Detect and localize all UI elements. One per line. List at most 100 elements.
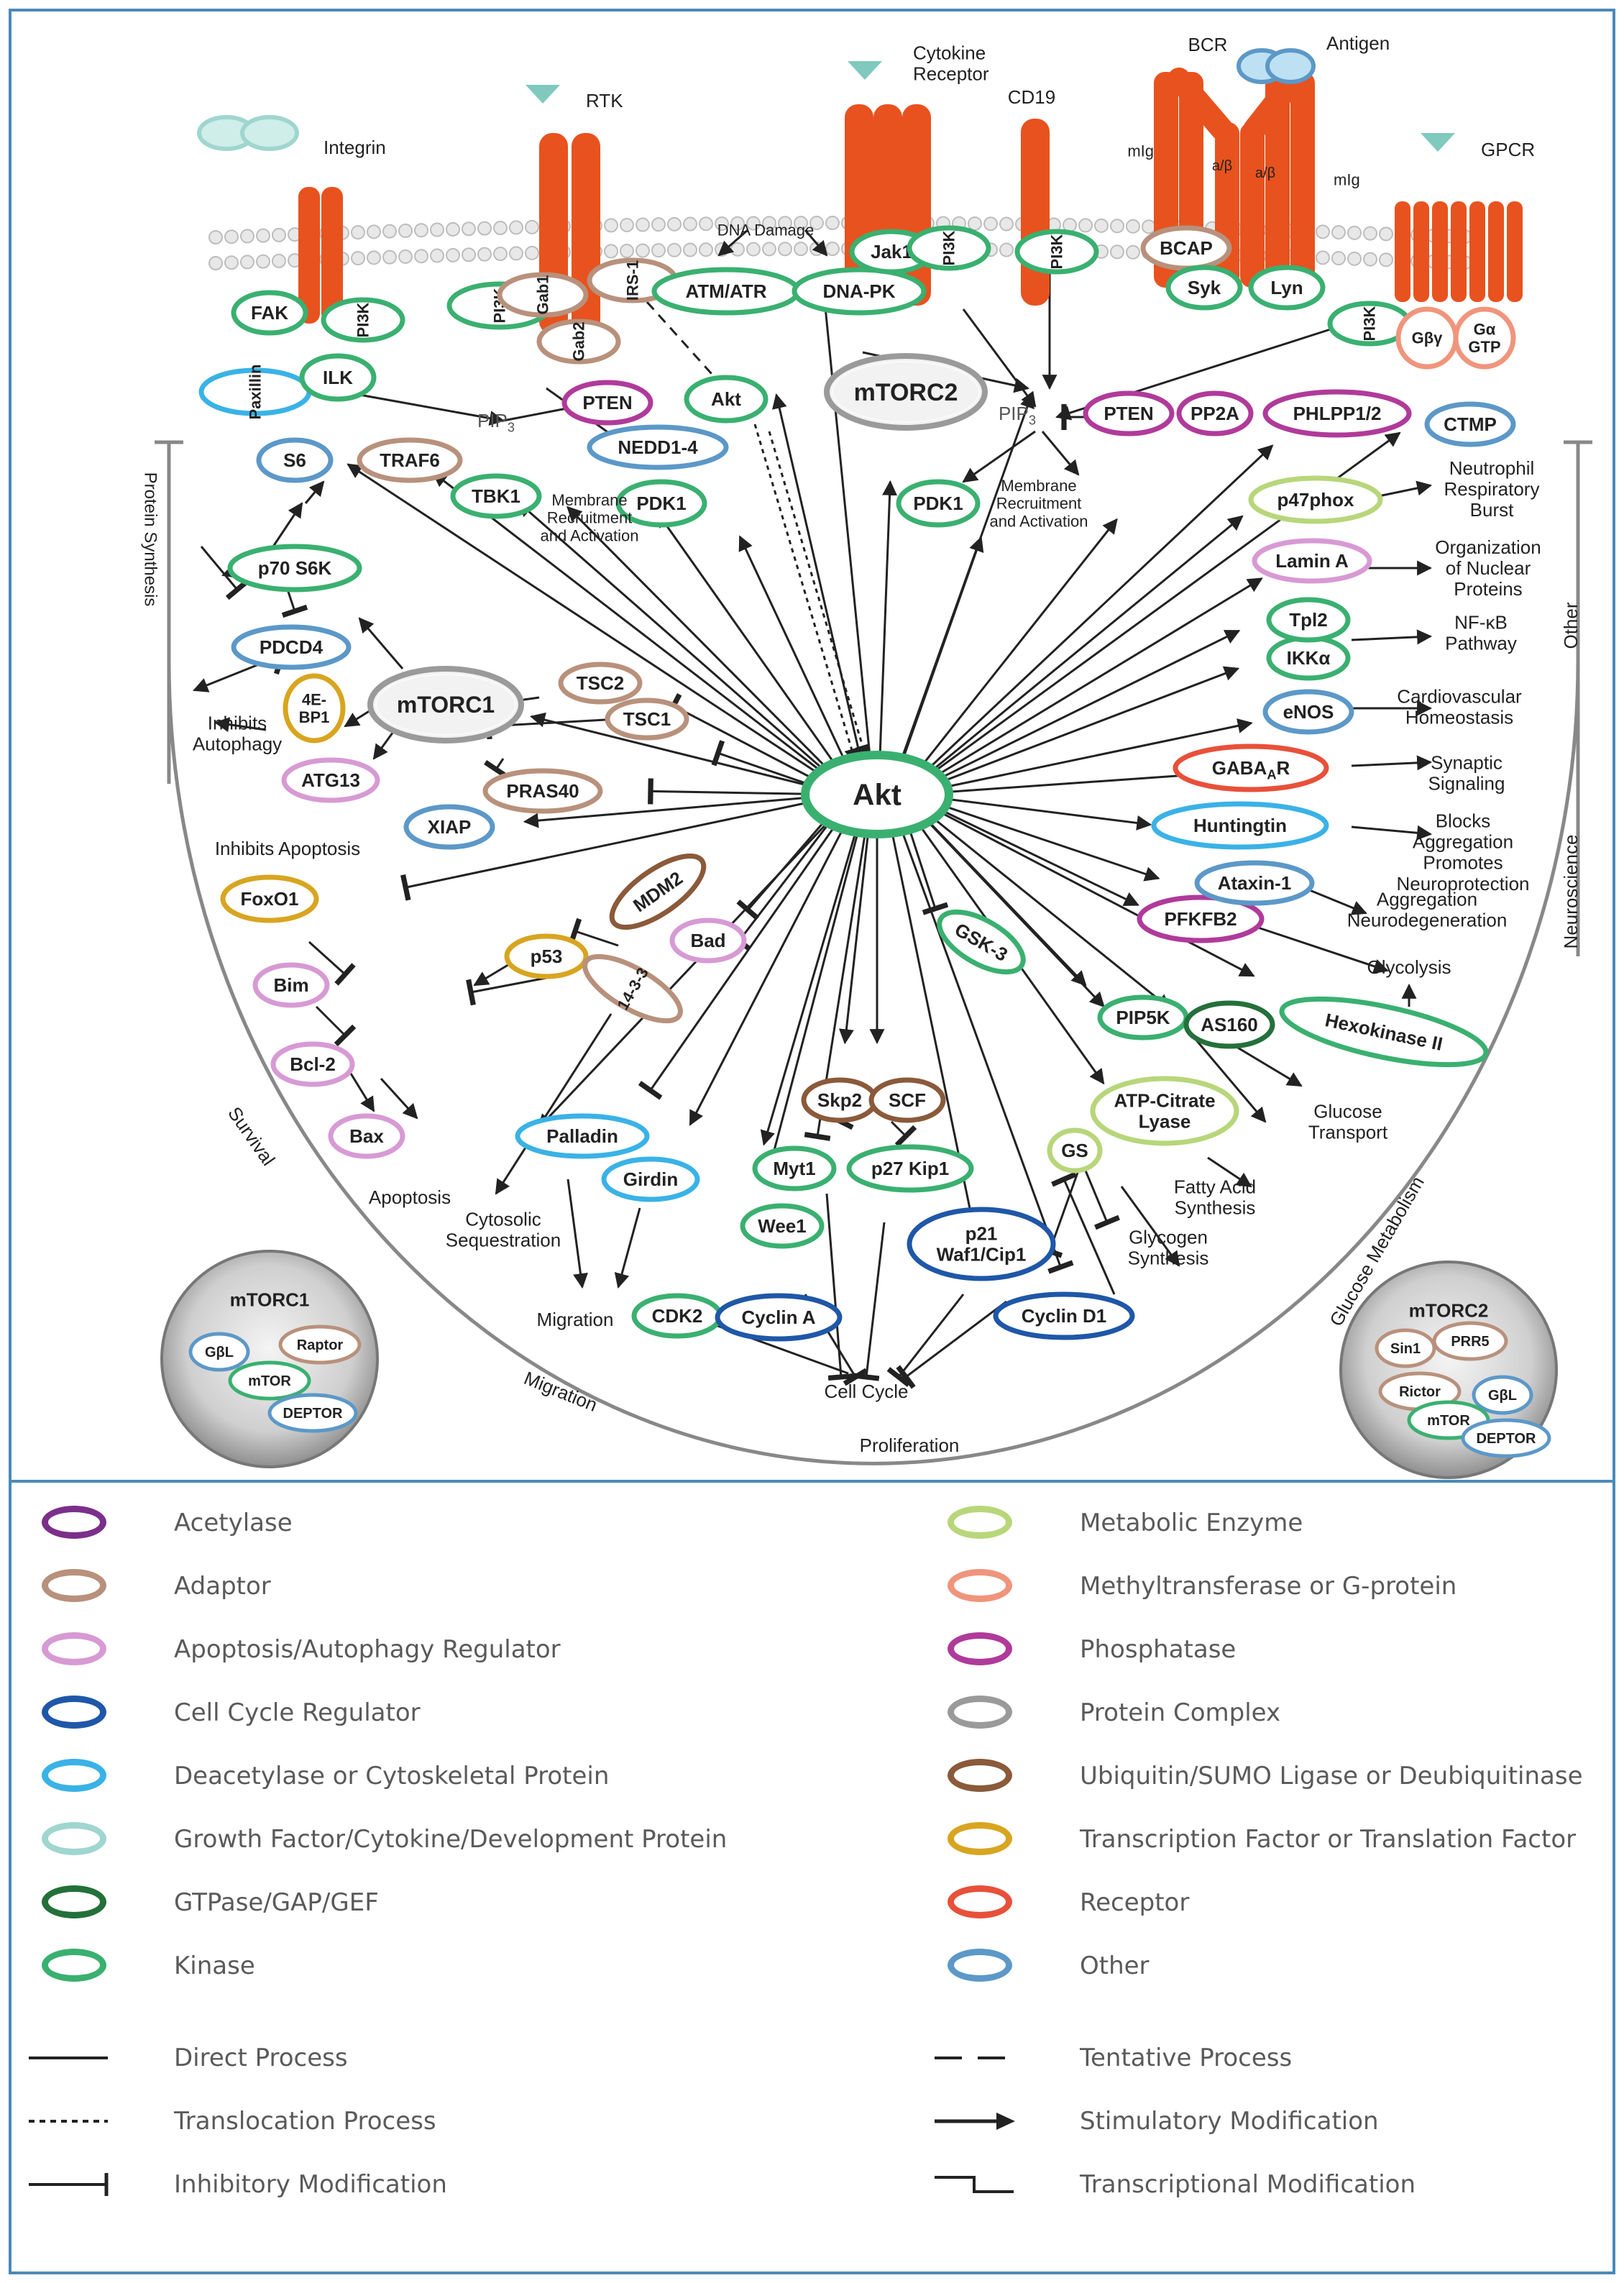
label-bim: Bim <box>273 974 308 996</box>
label-migration_label: Migration <box>537 1309 614 1330</box>
label-skp2: Skp2 <box>817 1089 862 1111</box>
label-neuroscience: Neuroscience <box>1560 835 1582 949</box>
edge <box>838 833 869 1045</box>
edge <box>380 1077 418 1120</box>
bcr-segment <box>1290 72 1315 288</box>
node-fak: FAK <box>231 290 308 336</box>
legend-symbol-icon <box>935 1882 1021 1923</box>
node-ataxin: Ataxin-1 <box>1194 860 1315 906</box>
edge <box>938 810 1255 977</box>
edge <box>281 589 308 618</box>
node-pten-right: PTEN <box>1083 390 1175 436</box>
edge <box>1229 1041 1303 1087</box>
edge <box>1351 825 1433 841</box>
edge <box>890 1120 917 1148</box>
label-inset2_prr5: PRR5 <box>1451 1334 1489 1350</box>
node-pten-left: PTEN <box>561 380 653 426</box>
legend-item: Apoptosis/Autophagy Regulator <box>29 1629 561 1670</box>
legend-label: Transcription Factor or Translation Fact… <box>1080 1825 1577 1854</box>
edge <box>495 1013 613 1195</box>
label-inset2_mtor: mTOR <box>1427 1413 1470 1429</box>
legend-item: Translocation Process <box>29 2101 436 2141</box>
label-lyn: Lyn <box>1270 277 1303 298</box>
node-xiap: XIAP <box>403 804 495 850</box>
node-hexokinase: Hexokinase II <box>1279 996 1489 1068</box>
legend-label: Apoptosis/Autophagy Regulator <box>174 1635 561 1664</box>
legend-symbol-icon <box>29 1629 115 1670</box>
node-gab1: Gab1 <box>497 272 589 318</box>
label-p47phox: p47phox <box>1277 489 1354 511</box>
edge <box>878 480 898 756</box>
edge <box>648 778 809 805</box>
legend-label: Metabolic Enzyme <box>1080 1509 1303 1537</box>
legend-symbol-icon <box>935 1946 1021 1986</box>
legend-label: Protein Complex <box>1080 1698 1281 1727</box>
label-cdk2: CDK2 <box>652 1305 703 1327</box>
edge <box>945 797 1152 831</box>
legend-item: Ubiquitin/SUMO Ligase or Deubiquitinase <box>935 1756 1583 1796</box>
edge <box>886 1294 965 1387</box>
legend-label: Ubiquitin/SUMO Ligase or Deubiquitinase <box>1080 1762 1583 1790</box>
edge <box>614 1207 641 1289</box>
edge <box>768 431 870 761</box>
label-mig2: mIg <box>1334 171 1360 189</box>
node-p70: p70 S6K <box>227 544 362 593</box>
gpcr-helix <box>1469 201 1485 302</box>
node-cyclind1: Cyclin D1 <box>993 1291 1135 1340</box>
edge <box>944 718 1253 789</box>
legend-item: Phosphatase <box>935 1629 1236 1670</box>
label-inset2_gbl: GβL <box>1488 1388 1517 1404</box>
legend-label: Kinase <box>174 1952 255 1980</box>
edge <box>347 463 820 775</box>
node-pras40: PRAS40 <box>482 768 603 814</box>
edge <box>908 828 949 915</box>
node-palladin: Palladin <box>515 1113 650 1159</box>
label-inset2_title: mTORC2 <box>1409 1300 1489 1322</box>
label-tsc1: TSC1 <box>623 708 671 730</box>
edge <box>304 480 325 504</box>
label-atg13: ATG13 <box>301 769 360 791</box>
label-tsc2: TSC2 <box>577 672 624 694</box>
receptor-segment <box>1021 119 1050 306</box>
legend-symbol-icon <box>29 1882 115 1923</box>
edge <box>727 822 830 951</box>
edge <box>825 1193 855 1381</box>
legend-symbol-icon <box>29 1756 115 1796</box>
label-rtk: RTK <box>586 90 623 111</box>
edge <box>901 831 1074 1274</box>
label-protein_synthesis: Protein Synthesis <box>141 472 160 607</box>
label-nedd: NEDD1-4 <box>618 436 698 458</box>
node-gs: GS <box>1047 1127 1103 1173</box>
edge <box>1351 629 1433 645</box>
node-tbk1: TBK1 <box>450 473 542 519</box>
edge <box>665 693 815 780</box>
label-bad: Bad <box>690 930 725 951</box>
label-proliferation: Proliferation <box>860 1435 960 1456</box>
legend-item: Methyltransferase or G-protein <box>935 1566 1456 1606</box>
edge <box>656 511 836 764</box>
legend-label: Tentative Process <box>1080 2044 1293 2072</box>
legend-label: Other <box>1080 1952 1150 1980</box>
node-inset2-sin1: Sin1 <box>1375 1328 1436 1368</box>
edge <box>771 393 861 757</box>
node-bcl2: Bcl-2 <box>270 1041 355 1087</box>
node-inset1-gbl: GβL <box>188 1332 250 1372</box>
label-pp2a: PP2A <box>1191 403 1239 424</box>
edge <box>1351 755 1433 771</box>
node-pdk1-right: PDK1 <box>896 479 981 528</box>
legend-label: Stimulatory Modification <box>1080 2107 1379 2136</box>
gpcr-ligand-icon <box>1421 133 1455 152</box>
node-cdk2: CDK2 <box>631 1293 723 1339</box>
label-gabaar: GABAAR <box>1212 757 1290 782</box>
legend-symbol-icon <box>935 1503 1021 1543</box>
edge <box>466 976 547 1006</box>
legend-symbol-icon <box>935 1693 1021 1733</box>
gpcr-helix <box>1451 201 1467 302</box>
node-foxo1: FoxO1 <box>220 874 319 923</box>
legend-label: Direct Process <box>174 2044 348 2072</box>
legend-item: Direct Process <box>29 2038 348 2078</box>
